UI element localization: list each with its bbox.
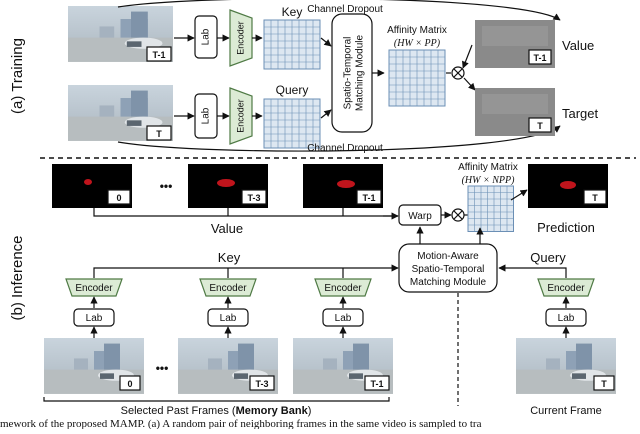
svg-text:Encoder: Encoder xyxy=(235,99,245,133)
svg-text:Encoder: Encoder xyxy=(547,283,585,294)
motion-aware-matching-module: Motion-Aware Spatio-Temporal Matching Mo… xyxy=(398,243,498,293)
affinity-matrix-title: Affinity Matrix xyxy=(387,25,447,36)
lab-box: Lab xyxy=(194,15,218,59)
svg-text:Lab: Lab xyxy=(558,313,575,324)
svg-text:Matching Module: Matching Module xyxy=(410,277,487,288)
value-label: Value xyxy=(562,38,594,53)
svg-text:Lab: Lab xyxy=(201,107,212,124)
svg-text:0: 0 xyxy=(127,379,132,389)
affinity-matrix-grid xyxy=(467,185,514,232)
encoder-block: Encoder xyxy=(229,87,253,145)
warp-block: Warp xyxy=(398,204,442,226)
memory-frame-0: 0 xyxy=(44,338,144,394)
current-frame: T xyxy=(516,338,616,394)
encoder-block: Encoder xyxy=(199,278,257,297)
svg-text:Spatio-Temporal: Spatio-Temporal xyxy=(412,264,485,275)
svg-text:T: T xyxy=(156,129,162,139)
lab-box: Lab xyxy=(73,308,115,327)
query-label: Query xyxy=(530,250,566,265)
training-frame-tag: T xyxy=(146,125,172,141)
svg-text:T: T xyxy=(601,379,607,389)
svg-text:Warp: Warp xyxy=(408,211,432,222)
memory-bank-caption: Selected Past Frames (Memory Bank) xyxy=(121,405,312,417)
svg-text:Encoder: Encoder xyxy=(75,283,113,294)
svg-text:T-1: T-1 xyxy=(362,193,375,203)
lab-box: Lab xyxy=(207,308,249,327)
inference-section-label: (b) Inference xyxy=(9,235,26,320)
value-label: Value xyxy=(211,221,243,236)
memory-bank-bracket xyxy=(43,397,390,402)
lab-box: Lab xyxy=(322,308,364,327)
key-label: Key xyxy=(218,250,241,265)
svg-text:Lab: Lab xyxy=(86,313,103,324)
affinity-matrix-formula: (HW × NPP) xyxy=(462,175,516,186)
svg-text:Lab: Lab xyxy=(201,28,212,45)
encoder-block: Encoder xyxy=(65,278,123,297)
mask-frame-t-1: T-1 xyxy=(303,164,383,208)
multiply-operator xyxy=(451,208,465,222)
svg-text:Spatio-Temporal: Spatio-Temporal xyxy=(343,37,354,110)
svg-text:T-1: T-1 xyxy=(533,53,546,63)
svg-text:Encoder: Encoder xyxy=(209,283,247,294)
svg-text:Lab: Lab xyxy=(335,313,352,324)
channel-dropout-label: Channel Dropout xyxy=(307,143,383,154)
mask-frame-0: 0 xyxy=(52,164,132,208)
affinity-matrix-formula: (HW × PP) xyxy=(394,38,441,49)
encoder-block: Encoder xyxy=(314,278,372,297)
svg-text:T: T xyxy=(592,193,598,203)
affinity-matrix-grid xyxy=(388,49,446,107)
prediction-frame: T xyxy=(528,164,608,208)
svg-text:T-3: T-3 xyxy=(247,193,260,203)
affinity-matrix-title: Affinity Matrix xyxy=(458,162,518,173)
encoder-block: Encoder xyxy=(537,278,595,297)
svg-text:0: 0 xyxy=(116,193,121,203)
query-feature-grid xyxy=(263,98,321,149)
lab-box: Lab xyxy=(545,308,587,327)
training-frame-tag: T-1 xyxy=(146,46,172,62)
svg-text:Lab: Lab xyxy=(220,313,237,324)
mask-frame-t-3: T-3 xyxy=(188,164,268,208)
svg-text:T: T xyxy=(537,121,543,131)
svg-text:Matching Module: Matching Module xyxy=(355,34,366,111)
ellipsis: ••• xyxy=(160,179,173,193)
svg-text:T-3: T-3 xyxy=(255,379,268,389)
memory-frame-t-3: T-3 xyxy=(178,338,278,394)
spatio-temporal-matching-module: Spatio-Temporal Matching Module xyxy=(331,13,373,133)
lab-box: Lab xyxy=(194,93,218,139)
svg-text:T-1: T-1 xyxy=(370,379,383,389)
svg-text:T-1: T-1 xyxy=(152,50,165,60)
svg-text:Encoder: Encoder xyxy=(324,283,362,294)
training-section-label: (a) Training xyxy=(9,38,26,114)
svg-text:Motion-Aware: Motion-Aware xyxy=(417,251,479,262)
svg-text:Encoder: Encoder xyxy=(235,21,245,55)
ellipsis: ••• xyxy=(156,361,169,375)
prediction-label: Prediction xyxy=(537,220,595,235)
value-frame: T-1 xyxy=(475,20,555,68)
figure-caption-fragment: mework of the proposed MAMP. (a) A rando… xyxy=(0,418,482,429)
current-frame-caption: Current Frame xyxy=(530,405,602,417)
target-label: Target xyxy=(562,106,599,121)
encoder-block: Encoder xyxy=(229,9,253,67)
query-label: Query xyxy=(276,83,309,97)
channel-dropout-arc-top xyxy=(117,0,561,21)
target-frame: T xyxy=(475,88,555,136)
channel-dropout-label: Channel Dropout xyxy=(307,4,383,15)
channel-dropout-arc-bottom xyxy=(117,125,561,152)
key-label: Key xyxy=(282,5,303,19)
memory-frame-t-1: T-1 xyxy=(293,338,393,394)
key-feature-grid xyxy=(263,19,321,70)
multiply-operator xyxy=(451,66,465,80)
